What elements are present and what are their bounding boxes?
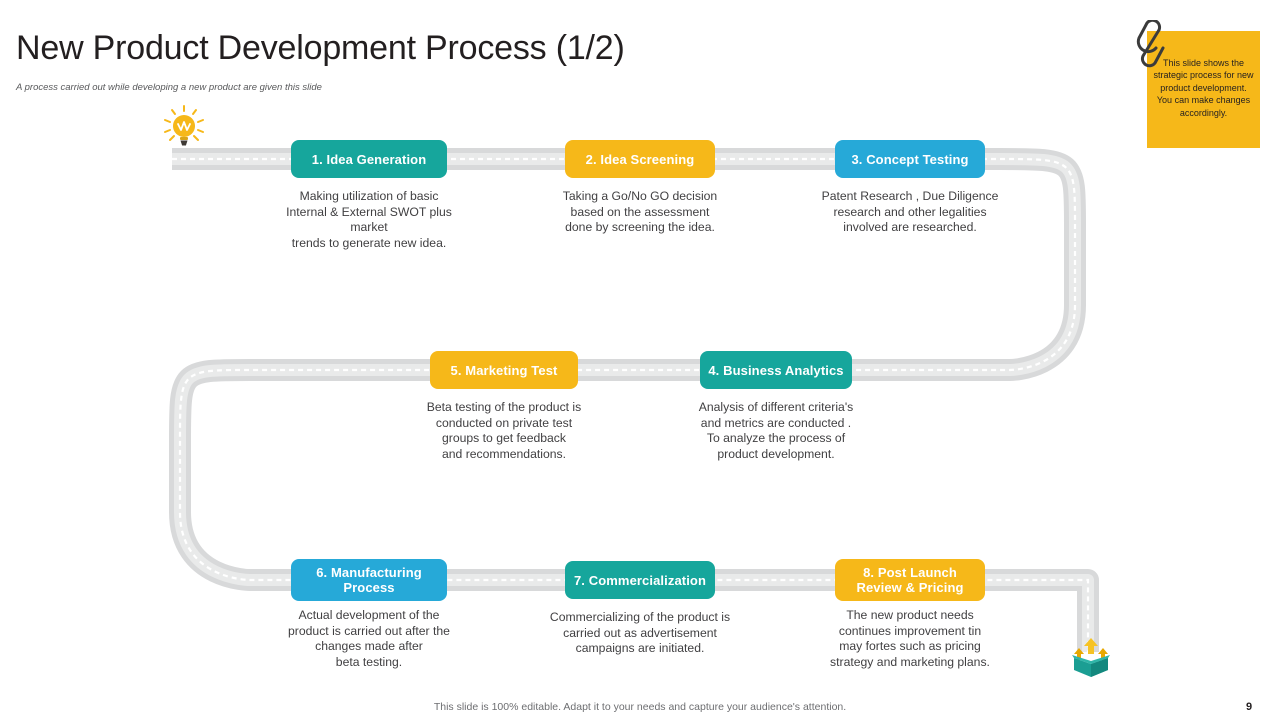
step-7[interactable]: 7. Commercialization Commercializing of … bbox=[542, 561, 738, 657]
step-5[interactable]: 5. Marketing Test Beta testing of the pr… bbox=[414, 351, 594, 462]
step-3[interactable]: 3. Concept Testing Patent Research , Due… bbox=[820, 140, 1000, 236]
step-6[interactable]: 6. Manufacturing Process Actual developm… bbox=[268, 559, 470, 670]
page-subtitle: A process carried out while developing a… bbox=[16, 82, 322, 93]
footer-note: This slide is 100% editable. Adapt it to… bbox=[433, 701, 847, 713]
step-1-description: Making utilization of basic Internal & E… bbox=[286, 189, 452, 250]
step-8-description: The new product needs continues improvem… bbox=[830, 608, 990, 669]
step-2-description: Taking a Go/No GO decision based on the … bbox=[562, 189, 718, 235]
sticky-note-fold bbox=[1147, 140, 1260, 150]
step-3-description: Patent Research , Due Diligence research… bbox=[821, 189, 999, 235]
step-5-description: Beta testing of the product is conducted… bbox=[426, 400, 582, 461]
page-number: 9 bbox=[1246, 701, 1253, 713]
step-8[interactable]: 8. Post Launch Review & Pricing The new … bbox=[820, 559, 1000, 670]
step-8-badge[interactable]: 8. Post Launch Review & Pricing bbox=[835, 559, 985, 601]
step-5-badge[interactable]: 5. Marketing Test bbox=[430, 351, 578, 389]
step-1[interactable]: 1. Idea Generation Making utilization of… bbox=[268, 140, 470, 251]
step-7-badge[interactable]: 7. Commercialization bbox=[565, 561, 715, 599]
step-3-badge[interactable]: 3. Concept Testing bbox=[835, 140, 985, 178]
sticky-note-text: This slide shows the strategic process f… bbox=[1153, 58, 1254, 118]
step-1-badge[interactable]: 1. Idea Generation bbox=[291, 140, 447, 178]
step-4[interactable]: 4. Business Analytics Analysis of differ… bbox=[686, 351, 866, 462]
lightbulb-icon bbox=[164, 105, 204, 146]
step-6-badge[interactable]: 6. Manufacturing Process bbox=[291, 559, 447, 601]
step-6-description: Actual development of the product is car… bbox=[288, 608, 450, 669]
step-2[interactable]: 2. Idea Screening Taking a Go/No GO deci… bbox=[551, 140, 729, 236]
sticky-note: This slide shows the strategic process f… bbox=[1147, 31, 1260, 148]
step-7-description: Commercializing of the product is carrie… bbox=[549, 610, 731, 656]
page-title: New Product Development Process (1/2) bbox=[16, 29, 625, 67]
step-2-badge[interactable]: 2. Idea Screening bbox=[565, 140, 715, 178]
step-4-badge[interactable]: 4. Business Analytics bbox=[700, 351, 852, 389]
step-4-description: Analysis of different criteria's and met… bbox=[698, 400, 854, 461]
paperclip-icon bbox=[1136, 20, 1165, 68]
product-launch-box-icon bbox=[1072, 638, 1110, 677]
